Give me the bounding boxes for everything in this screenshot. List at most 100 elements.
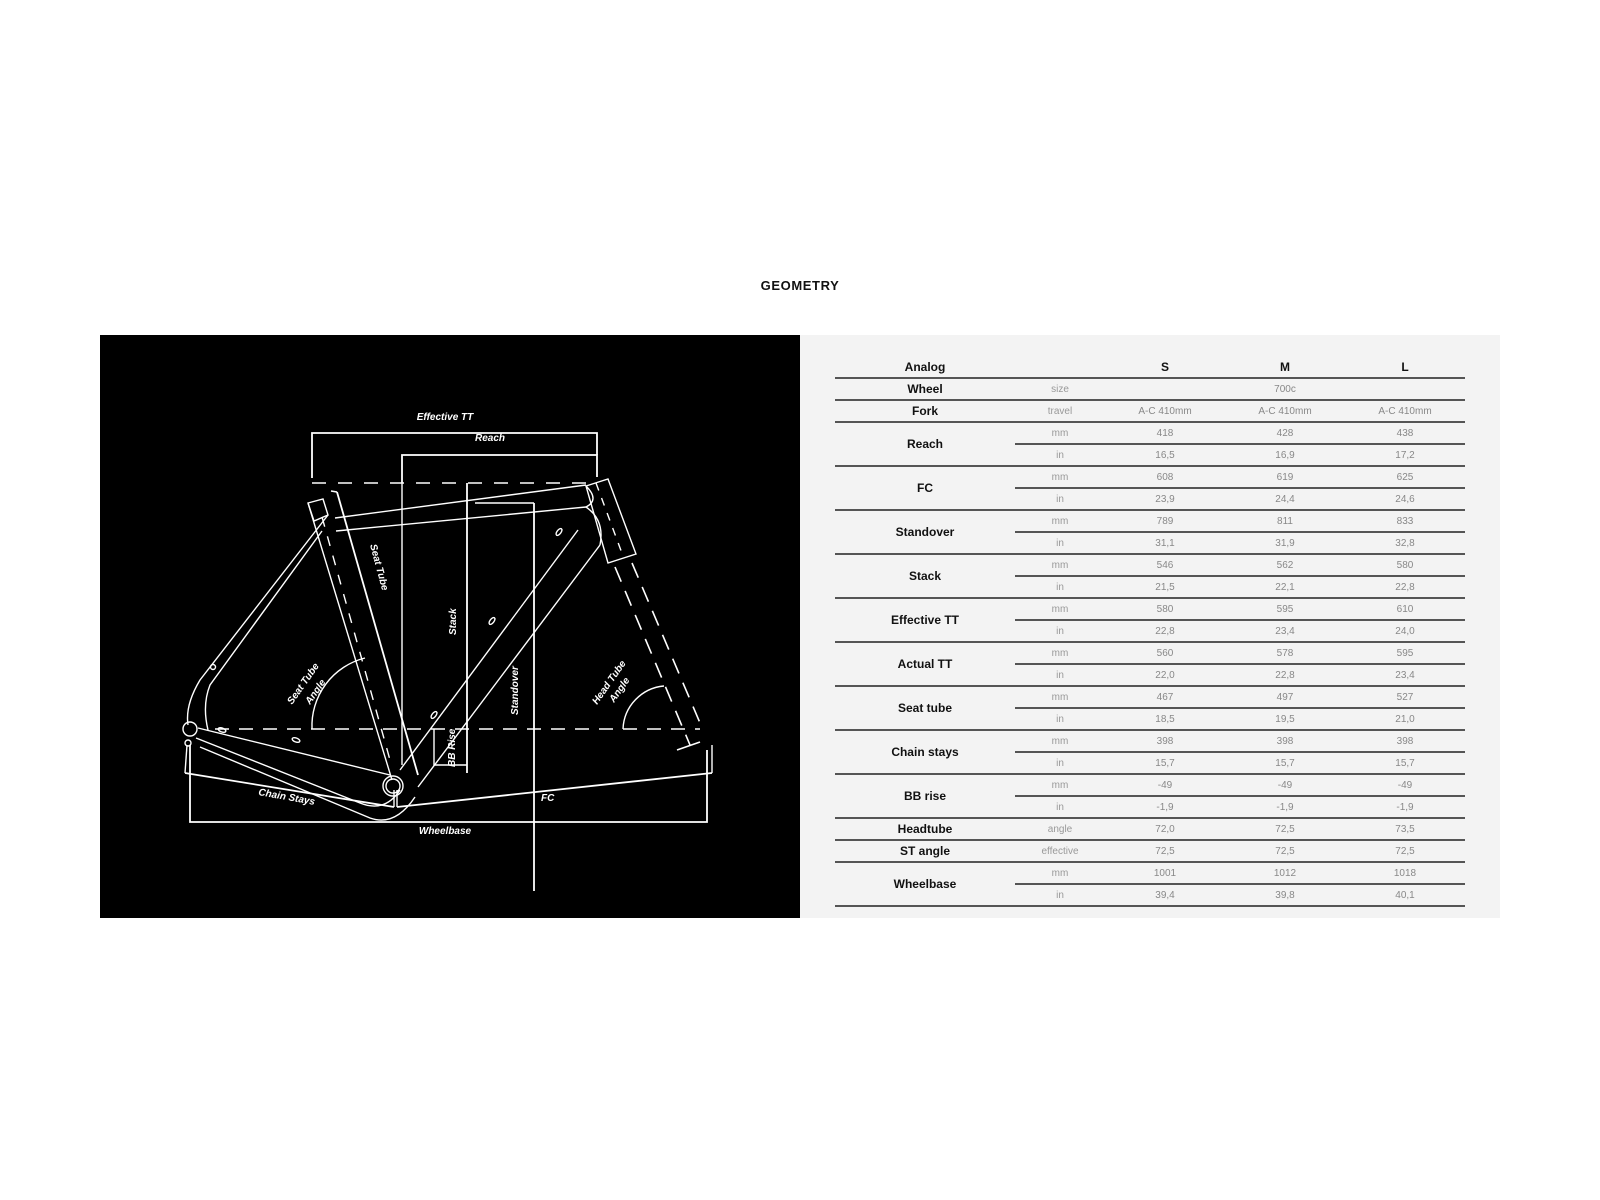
row-value: 398 — [1225, 730, 1345, 753]
row-label: Reach — [835, 422, 1015, 467]
row-value: -1,9 — [1345, 796, 1465, 819]
row-label: Wheel — [835, 378, 1015, 401]
row-unit: in — [1015, 488, 1105, 511]
row-value: 72,0 — [1105, 818, 1225, 841]
row-value: 18,5 — [1105, 708, 1225, 731]
row-unit: in — [1015, 884, 1105, 907]
row-value: -1,9 — [1225, 796, 1345, 819]
row-value: 15,7 — [1225, 752, 1345, 775]
row-value: 1018 — [1345, 862, 1465, 885]
row-unit: in — [1015, 708, 1105, 731]
label-standover: Standover — [510, 665, 521, 715]
row-label: Chain stays — [835, 730, 1015, 775]
header-model: Analog — [835, 356, 1015, 379]
row-value: A-C 410mm — [1345, 400, 1465, 423]
row-unit: mm — [1015, 730, 1105, 753]
row-value: 625 — [1345, 466, 1465, 489]
row-value: 23,4 — [1225, 620, 1345, 643]
row-unit: angle — [1015, 818, 1105, 841]
table-row-bb-rise-in: in-1,9-1,9-1,9 — [835, 796, 1465, 819]
row-value: 39,8 — [1225, 884, 1345, 907]
table-row-wheelbase-in: in 39,4 39,8 40,1 — [835, 884, 1465, 907]
table-row-wheelbase-mm: Wheelbase mm 1001 1012 1018 — [835, 862, 1465, 907]
row-label: Actual TT — [835, 642, 1015, 687]
row-value: 72,5 — [1225, 818, 1345, 841]
row-unit: in — [1015, 444, 1105, 467]
geometry-table: Analog S M L Wheel size 700c Fork travel… — [835, 356, 1465, 907]
row-value: 497 — [1225, 686, 1345, 709]
row-value: 19,5 — [1225, 708, 1345, 731]
row-value: 39,4 — [1105, 884, 1225, 907]
row-value: 22,8 — [1225, 664, 1345, 687]
row-value: -49 — [1105, 774, 1225, 797]
row-value: 72,5 — [1225, 840, 1345, 863]
row-value: 562 — [1225, 554, 1345, 577]
table-row-fork: Fork travel A-C 410mm A-C 410mm A-C 410m… — [835, 400, 1465, 423]
row-unit: effective — [1015, 840, 1105, 863]
row-unit: travel — [1015, 400, 1105, 423]
table-row-headtube: Headtube angle 72,0 72,5 73,5 — [835, 818, 1465, 841]
row-value: 22,8 — [1105, 620, 1225, 643]
row-value: 22,0 — [1105, 664, 1225, 687]
row-label: Fork — [835, 400, 1015, 423]
row-unit: mm — [1015, 466, 1105, 489]
row-value: A-C 410mm — [1225, 400, 1345, 423]
label-bb-rise: BB Rise — [447, 728, 458, 767]
row-value: 789 — [1105, 510, 1225, 533]
row-value: 40,1 — [1345, 884, 1465, 907]
row-value: 438 — [1345, 422, 1465, 445]
row-unit: mm — [1015, 686, 1105, 709]
row-unit: mm — [1015, 598, 1105, 621]
row-label: Effective TT — [835, 598, 1015, 643]
row-value: 24,4 — [1225, 488, 1345, 511]
table-header-row: Analog S M L — [835, 356, 1465, 379]
row-value: 398 — [1105, 730, 1225, 753]
row-value: 16,5 — [1105, 444, 1225, 467]
row-value: 1012 — [1225, 862, 1345, 885]
row-unit: mm — [1015, 554, 1105, 577]
row-value: 21,0 — [1345, 708, 1465, 731]
row-value: -49 — [1345, 774, 1465, 797]
row-unit: size — [1015, 378, 1105, 401]
row-label: BB rise — [835, 774, 1015, 819]
row-value: 24,6 — [1345, 488, 1465, 511]
row-value: 398 — [1345, 730, 1465, 753]
row-label: FC — [835, 466, 1015, 511]
row-value: 1001 — [1105, 862, 1225, 885]
row-value: 21,5 — [1105, 576, 1225, 599]
row-value: 700c — [1105, 378, 1465, 401]
row-value: 15,7 — [1345, 752, 1465, 775]
row-unit: mm — [1015, 422, 1105, 445]
row-value: 22,1 — [1225, 576, 1345, 599]
row-label: Stack — [835, 554, 1015, 599]
row-value: 15,7 — [1105, 752, 1225, 775]
row-unit: mm — [1015, 862, 1105, 885]
row-value: 16,9 — [1225, 444, 1345, 467]
bike-frame-drawing: Effective TT Reach Seat Tube Stack Stand… — [182, 412, 713, 891]
row-value: 24,0 — [1345, 620, 1465, 643]
row-value: 560 — [1105, 642, 1225, 665]
row-value: 23,9 — [1105, 488, 1225, 511]
header-unit — [1015, 356, 1105, 379]
row-value: 32,8 — [1345, 532, 1465, 555]
row-value: 72,5 — [1345, 840, 1465, 863]
row-value: -1,9 — [1105, 796, 1225, 819]
header-size-l: L — [1345, 356, 1465, 379]
row-value: 428 — [1225, 422, 1345, 445]
row-value: 31,1 — [1105, 532, 1225, 555]
row-value: A-C 410mm — [1105, 400, 1225, 423]
row-value: 580 — [1105, 598, 1225, 621]
row-unit: in — [1015, 576, 1105, 599]
row-value: 546 — [1105, 554, 1225, 577]
row-unit: in — [1015, 532, 1105, 555]
